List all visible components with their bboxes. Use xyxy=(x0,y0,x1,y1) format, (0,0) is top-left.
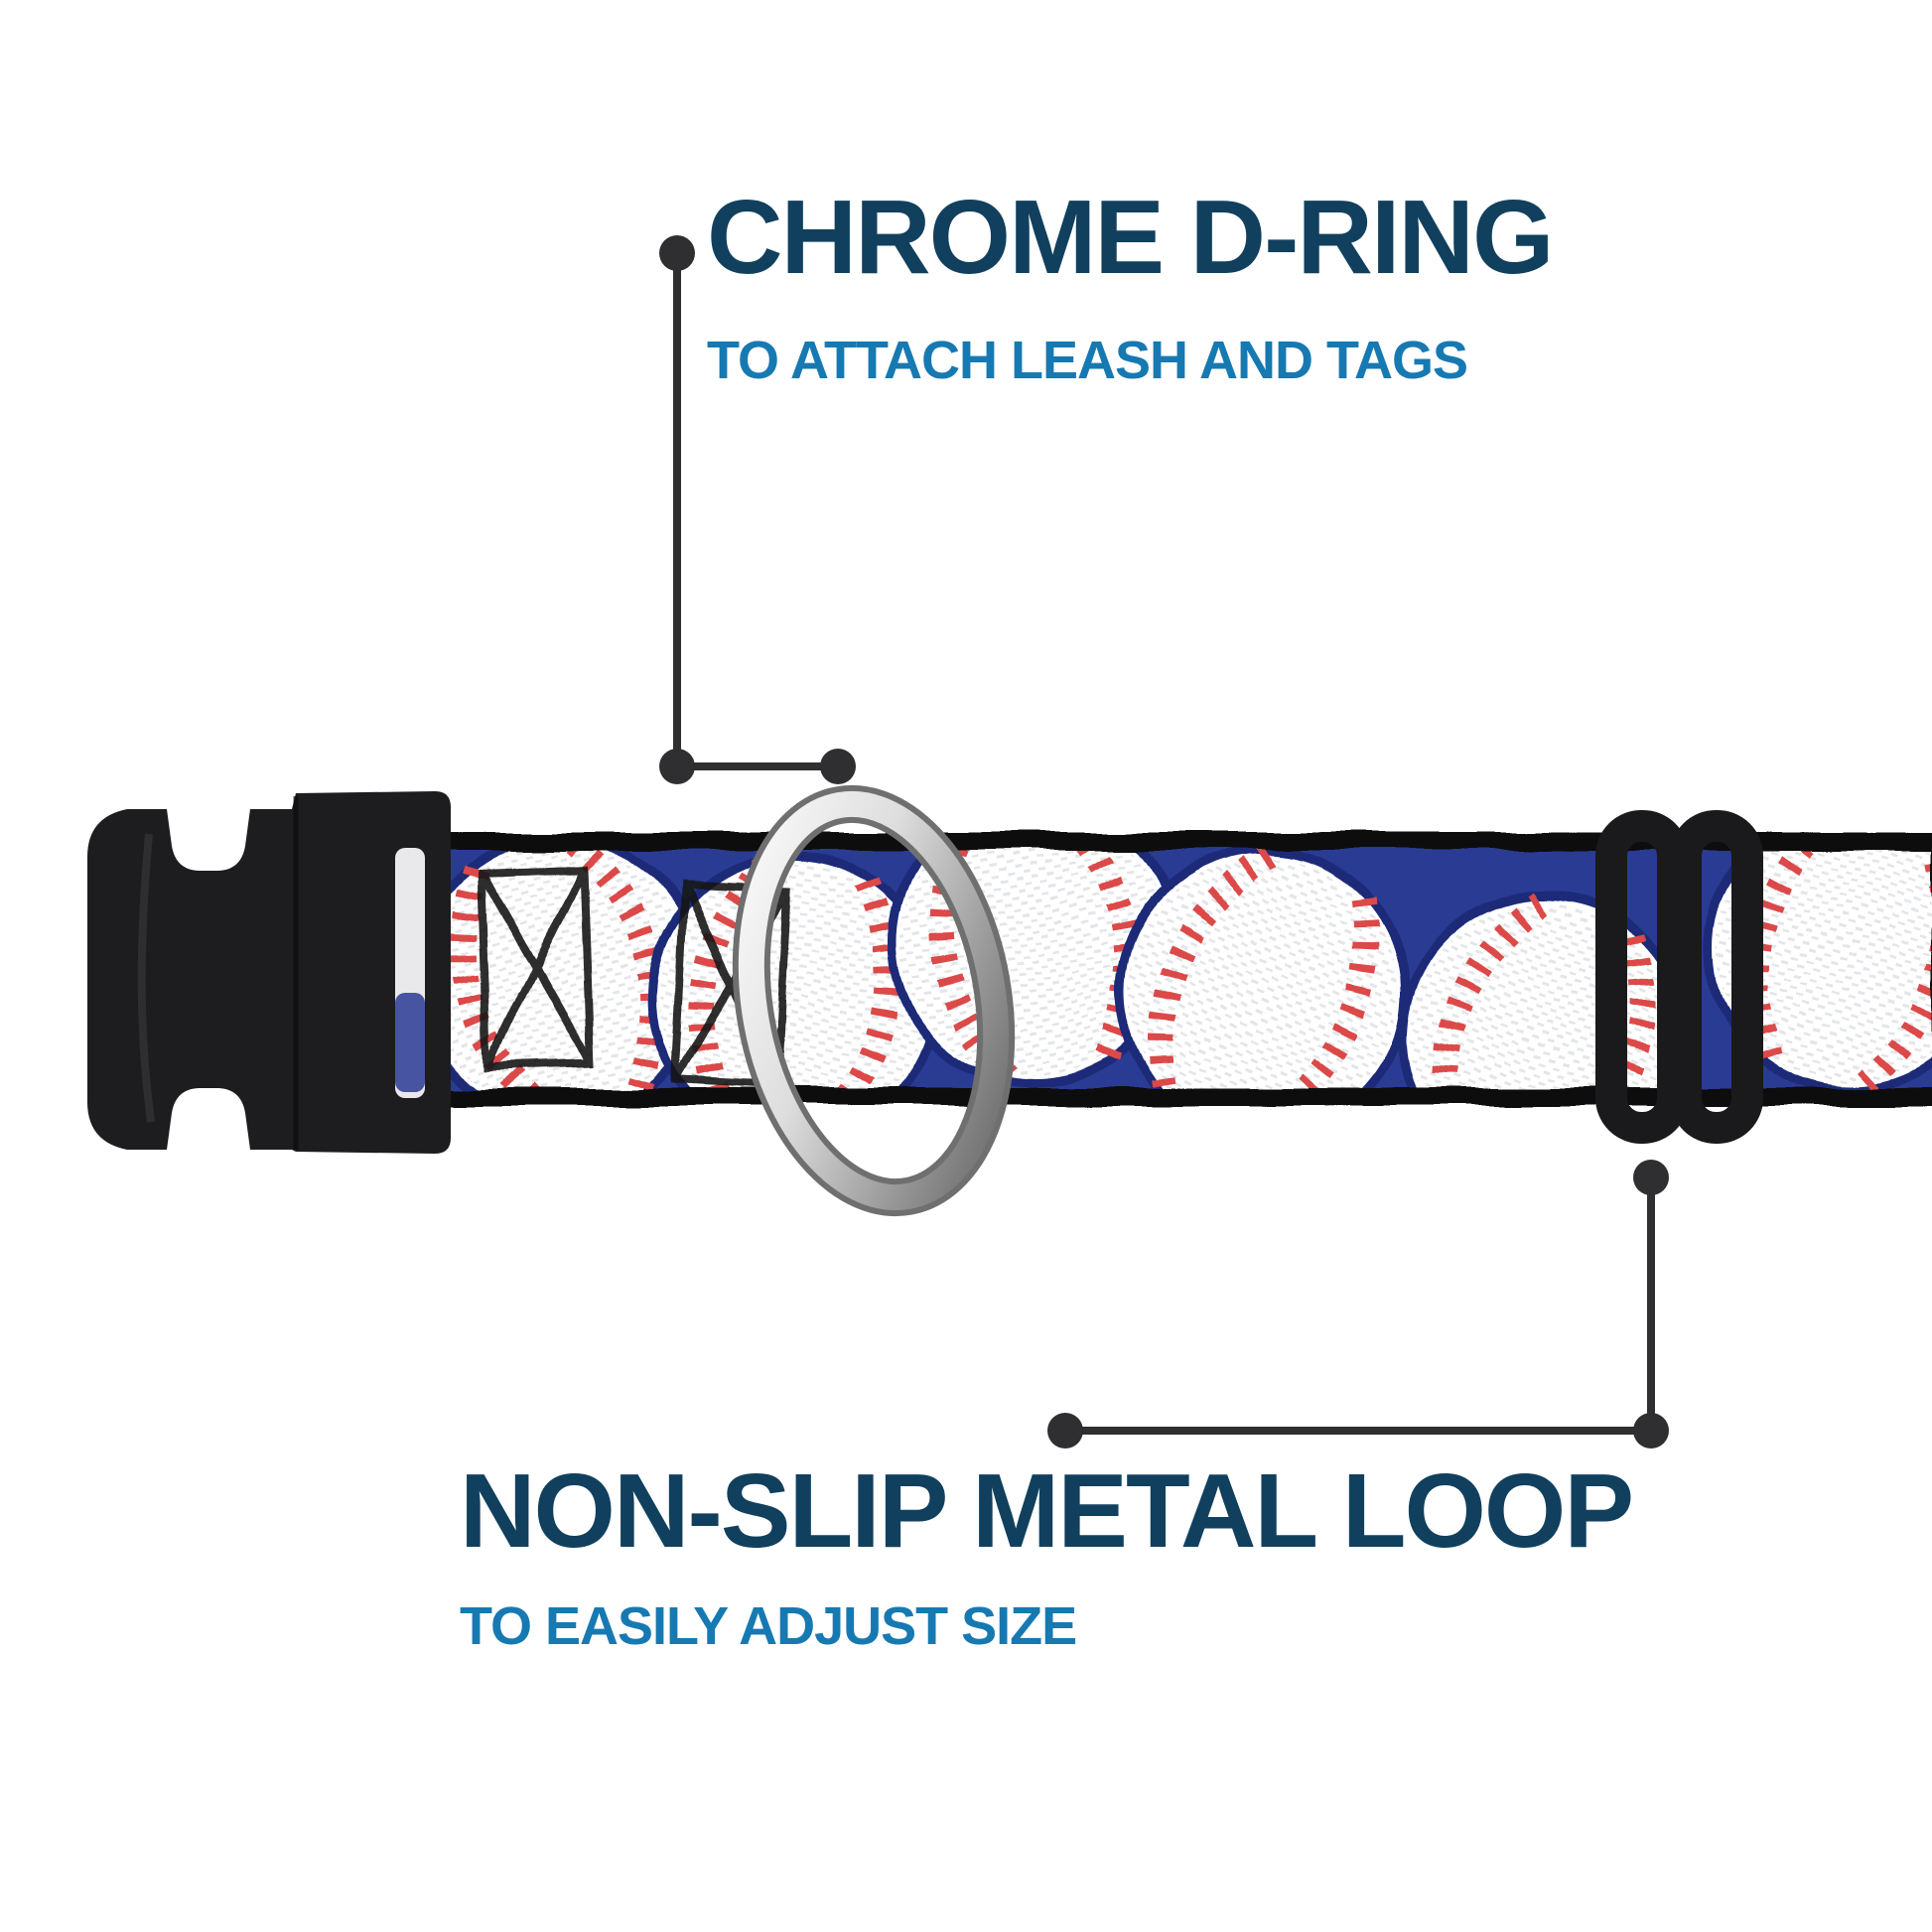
chrome-d-ring xyxy=(732,784,1016,1217)
callout-dot xyxy=(659,235,695,271)
callout-subtitle: TO ATTACH LEASH AND TAGS xyxy=(707,331,1468,390)
callout-dot xyxy=(1047,1413,1083,1449)
callout-dot xyxy=(1633,1160,1669,1195)
metal-loop-slider xyxy=(1595,810,1763,1144)
buckle xyxy=(87,791,451,1154)
callout-dot xyxy=(1633,1413,1669,1449)
callout-chrome-d-ring: CHROME D-RING TO ATTACH LEASH AND TAGS xyxy=(707,179,1554,390)
callout-metal-loop: NON-SLIP METAL LOOP TO EASILY ADJUST SIZ… xyxy=(460,1452,1634,1656)
callout-subtitle: TO EASILY ADJUST SIZE xyxy=(460,1596,1077,1656)
callout-dot xyxy=(659,749,695,784)
leader-line-metal-loop xyxy=(1047,1160,1669,1449)
leader-line-dring xyxy=(659,235,856,784)
callout-title: CHROME D-RING xyxy=(707,179,1554,296)
callout-title: NON-SLIP METAL LOOP xyxy=(460,1452,1634,1570)
callout-dot xyxy=(820,749,856,784)
